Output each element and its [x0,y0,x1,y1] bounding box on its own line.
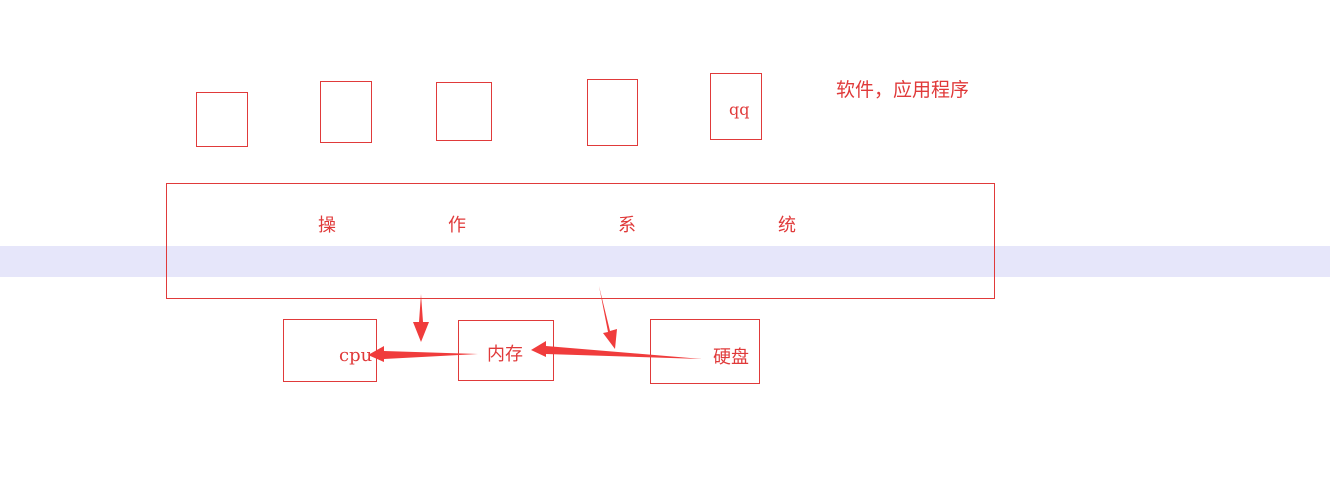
os-char-1: 操 [318,215,336,236]
os-char-3: 系 [618,215,636,236]
os-char-2: 作 [448,215,466,236]
disk-label: 硬盘 [713,347,749,368]
disk-box [650,319,760,384]
arrow-memory-to-cpu [368,346,478,362]
app-box-2 [320,81,372,143]
app-box-1 [196,92,248,147]
memory-label: 内存 [487,344,523,365]
app-box-qq [710,73,762,140]
arrow-os-to-cpu [413,294,429,342]
cpu-label: cpu [339,345,373,366]
apps-caption: 软件，应用程序 [836,79,970,101]
os-box [166,183,995,299]
highlight-band [0,246,1330,277]
app-box-4 [587,79,638,146]
app-box-3 [436,82,492,141]
qq-label: qq [729,100,750,119]
arrow-disk-to-memory [531,341,702,359]
os-char-4: 统 [778,215,796,236]
arrow-os-to-disk [599,286,617,349]
